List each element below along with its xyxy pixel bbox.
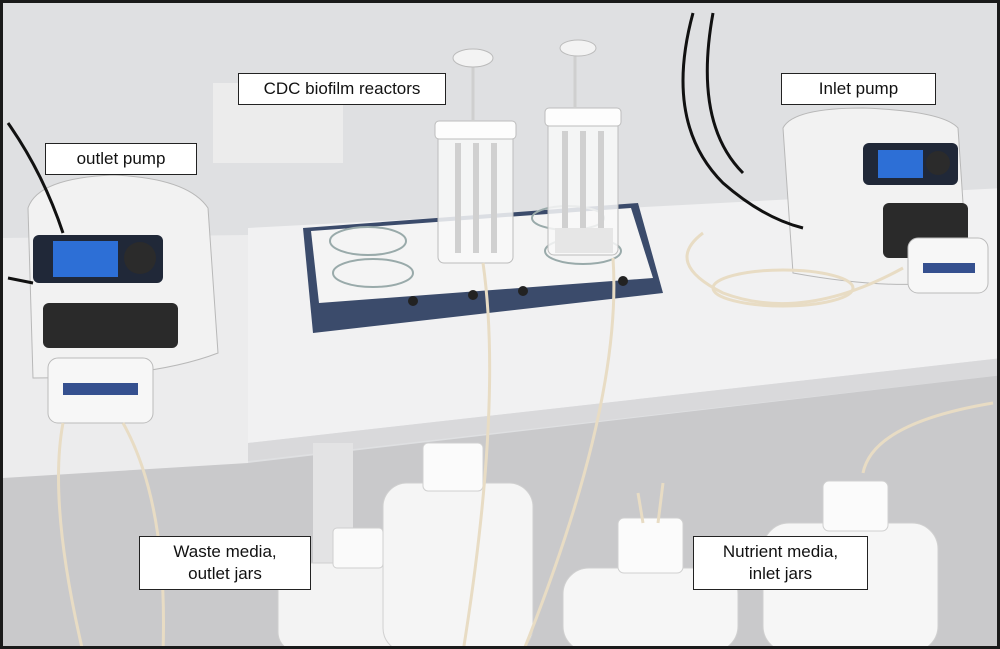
label-nutrient-media-line1: Nutrient media, [722,542,839,561]
power-cables [6,12,804,285]
label-waste-media-line1: Waste media, [173,542,277,561]
tubing [57,231,994,646]
inlet-pump-device [782,107,989,294]
reactor-filters [452,39,597,121]
waste-jar-right [382,442,534,646]
label-inlet-pump: Inlet pump [781,73,936,105]
label-cdc-biofilm-reactors: CDC biofilm reactors [238,73,446,105]
biofilm-reactor-left [434,120,517,264]
biofilm-reactor-right [544,107,622,256]
bench-edge [248,358,997,461]
label-nutrient-media: Nutrient media, inlet jars [693,536,868,590]
label-waste-media: Waste media, outlet jars [139,536,311,590]
label-waste-media-line2: outlet jars [188,564,262,583]
outlet-pump-device [27,174,219,424]
label-outlet-pump: outlet pump [45,143,197,175]
label-nutrient-media-line2: inlet jars [748,564,813,583]
